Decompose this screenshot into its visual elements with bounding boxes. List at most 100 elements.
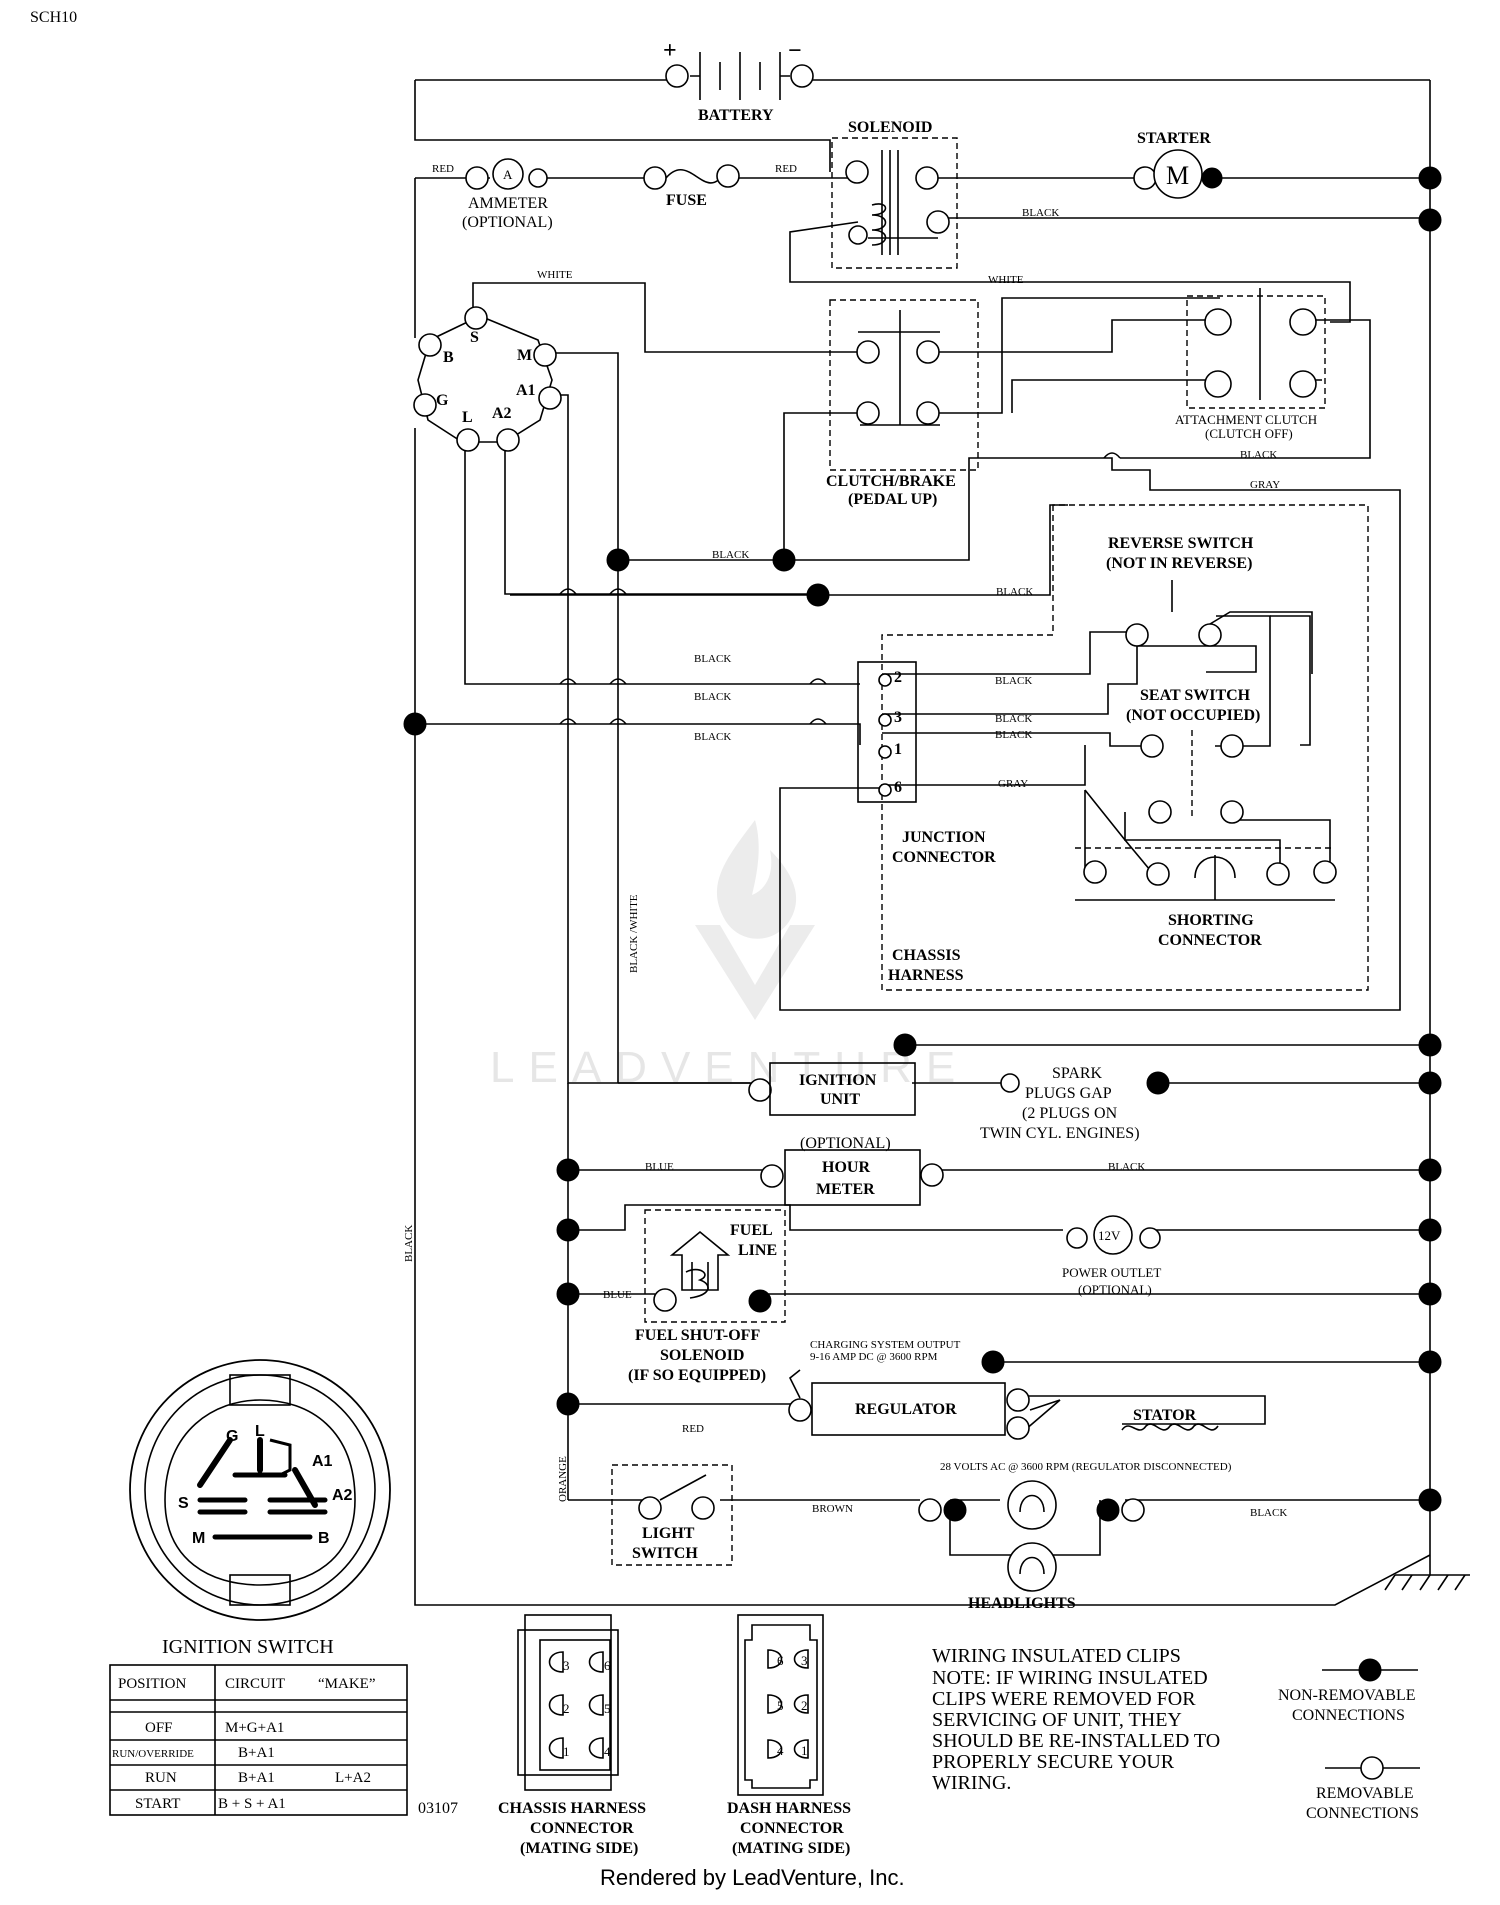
terminal-a1-label: A1 [516,382,536,399]
wire-label-black-6: BLACK [694,691,731,703]
legend-non-removable: NON-REMOVABLE [1278,1687,1415,1704]
power-outlet-symbol: 12V [1098,1228,1121,1243]
wire-label-blue-2: BLUE [603,1289,632,1301]
spark-plugs-line2: PLUGS GAP [1025,1085,1112,1102]
terminal-a2-label: A2 [492,405,512,422]
wire-label-black-7: BLACK [694,731,731,743]
junction-dots [403,166,1442,1512]
legend-removable-sub: CONNECTIONS [1306,1805,1419,1822]
wire-label-red-1: RED [432,163,454,175]
wire-label-red-2: RED [775,163,797,175]
junction-connector-label: JUNCTION [902,829,986,846]
switch-face-l: L [255,1423,265,1440]
switch-face-a1: A1 [312,1453,333,1470]
chassis-pin: 4 [604,1744,611,1759]
starter: STARTER M [1133,130,1223,199]
note-line: PROPERLY SECURE YOUR [932,1751,1175,1773]
fuel-line-label: FUEL [730,1222,773,1239]
power-outlet-sublabel: (OPTIONAL) [1078,1282,1152,1297]
table-row-position: RUN [145,1770,177,1786]
switch-face-b: B [318,1530,330,1547]
shorting-connector-label: SHORTING [1168,912,1254,929]
chassis-harness: CHASSIS HARNESS REVERSE SWITCH (NOT IN R… [881,504,1369,991]
hour-meter: (OPTIONAL) HOUR METER [760,1135,944,1206]
headlights: HEADLIGHTS [918,1480,1145,1612]
fuse-label: FUSE [666,192,707,209]
regulator-label: REGULATOR [855,1401,957,1418]
table-header-position: POSITION [118,1676,187,1692]
seat-switch-sublabel: (NOT OCCUPIED) [1126,707,1260,724]
clutch-brake-label: CLUTCH/BRAKE [826,473,956,490]
note-line: SERVICING OF UNIT, THEY [932,1709,1182,1731]
legend: NON-REMOVABLE CONNECTIONS REMOVABLE CONN… [1278,1658,1420,1822]
ignition-unit-label: IGNITION [799,1072,877,1089]
hour-meter-sublabel: METER [816,1181,875,1198]
chassis-harness-label: CHASSIS [892,947,961,964]
hour-meter-optional: (OPTIONAL) [800,1135,891,1152]
wire-label-gray-1: GRAY [1250,479,1280,491]
fuel-shutoff-solenoid: FUEL LINE FUEL SHUT-OFF SOLENOID (IF SO … [628,1209,786,1384]
wire-label-black-9: BLACK [995,713,1032,725]
table-row-circuit: M+G+A1 [225,1720,284,1736]
wire-labels: RED RED BLACK WHITE WHITE BLACK GRAY BLA… [403,163,1287,1519]
wire-label-blue-1: BLUE [645,1161,674,1173]
spark-plugs: SPARK PLUGS GAP (2 PLUGS ON TWIN CYL. EN… [980,1065,1170,1142]
attachment-clutch-sublabel: (CLUTCH OFF) [1205,426,1293,441]
terminal-l-label: L [462,409,473,426]
dash-pin: 1 [801,1743,808,1758]
table-row-position: RUN/OVERRIDE [112,1748,194,1760]
note-line: WIRING INSULATED CLIPS [932,1645,1181,1667]
wire-label-white-2: WHITE [988,274,1024,286]
terminal-s-label: S [470,329,479,346]
dash-pin: 3 [801,1653,808,1668]
ammeter-label: AMMETER [468,195,548,212]
wire-label-gray-2: GRAY [998,778,1028,790]
ignition-switch-table: IGNITION SWITCH POSITION CIRCUIT “MAKE” … [109,1636,458,1817]
table-header-circuit: CIRCUIT [225,1676,285,1692]
fuel-line-sublabel: LINE [738,1242,777,1259]
attachment-clutch-label: ATTACHMENT CLUTCH [1175,412,1317,427]
ignition-switch-title: IGNITION SWITCH [162,1636,334,1658]
doc-code: SCH10 [30,9,77,26]
junction-pin-2: 2 [894,669,902,686]
wire-label-black-white: BLACK /WHITE [628,894,640,973]
legend-non-removable-sub: CONNECTIONS [1292,1707,1405,1724]
seat-switch-label: SEAT SWITCH [1140,687,1251,704]
switch-face-g: G [226,1428,238,1445]
wire-label-black-8: BLACK [995,675,1032,687]
junction-pin-6: 6 [894,779,902,796]
wires [414,79,1470,1606]
fuel-solenoid-sublabel: SOLENOID [660,1347,744,1364]
power-outlet: 12V POWER OUTLET (OPTIONAL) [1062,1215,1161,1297]
battery-minus-sign: − [788,38,802,64]
junction-pin-3: 3 [894,709,902,726]
spark-plugs-line1: SPARK [1052,1065,1103,1082]
chassis-pin: 3 [563,1658,570,1673]
junction-connector: 2 3 1 6 JUNCTION CONNECTOR [857,661,996,866]
battery: + − BATTERY [663,38,814,124]
hour-meter-label: HOUR [822,1159,870,1176]
ammeter-symbol: A [503,167,513,182]
switch-face-s: S [178,1495,189,1512]
seat-switch: SEAT SWITCH (NOT OCCUPIED) [1126,687,1260,824]
shorting-connector-sublabel: CONNECTOR [1158,932,1262,949]
note-line: SHOULD BE RE-INSTALLED TO [932,1730,1220,1752]
note-line: CLIPS WERE REMOVED FOR [932,1688,1196,1710]
regulator: CHARGING SYSTEM OUTPUT 9-16 AMP DC @ 360… [788,1339,1030,1440]
wire-label-black-2: BLACK [1240,449,1277,461]
clutch-brake-switch: CLUTCH/BRAKE (PEDAL UP) [826,299,979,508]
note-line: NOTE: IF WIRING INSULATED [932,1667,1208,1689]
table-row-circuit: B+A1 [238,1770,275,1786]
wire-label-orange: ORANGE [557,1456,569,1502]
chassis-connector-label: CHASSIS HARNESS [498,1800,646,1817]
clutch-brake-sublabel: (PEDAL UP) [848,491,937,508]
table-row-circuit: B+A1 [238,1745,275,1761]
switch-face-m: M [192,1530,205,1547]
fuse: FUSE [643,164,740,209]
starter-label: STARTER [1137,130,1211,147]
note-line: WIRING. [932,1772,1011,1794]
chassis-connector-side: (MATING SIDE) [520,1840,638,1857]
terminal-m-label: M [517,347,532,364]
ammeter: A AMMETER (OPTIONAL) [462,158,553,231]
chassis-harness-sublabel: HARNESS [888,967,964,984]
